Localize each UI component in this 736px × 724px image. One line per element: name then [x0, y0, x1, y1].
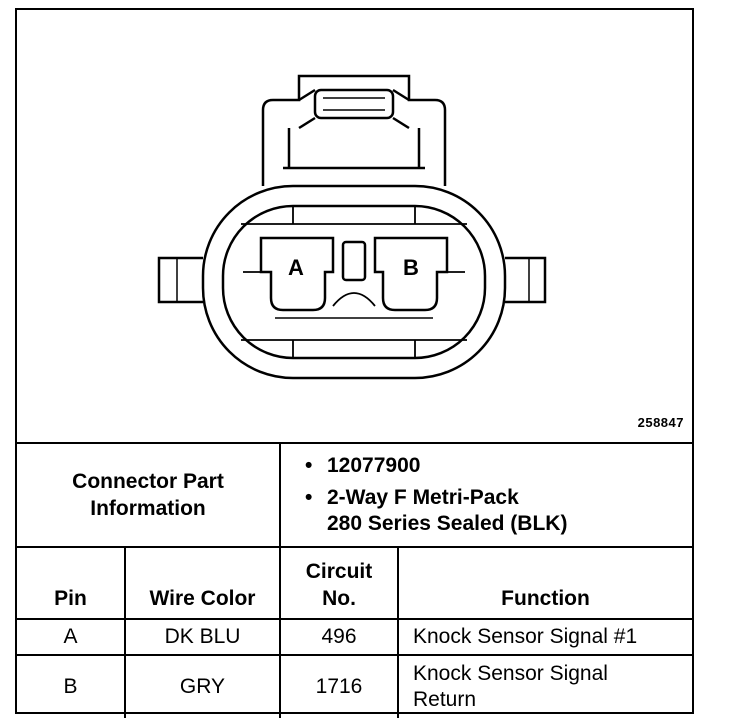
function-cell: Knock Sensor Signal #1: [396, 618, 693, 656]
pin-label-a: A: [288, 255, 304, 280]
connector-table: Connector Part Information • 12077900 • …: [17, 442, 693, 718]
connector-description: 2-Way F Metri-Pack 280 Series Sealed (BL…: [327, 485, 567, 537]
connector-info-item: • 2-Way F Metri-Pack 280 Series Sealed (…: [305, 485, 692, 537]
table-row: A DK BLU 496 Knock Sensor Signal #1: [17, 618, 693, 656]
part-number: 12077900: [327, 454, 421, 477]
circuit-cell: 1716: [279, 654, 399, 718]
bullet: •: [305, 486, 313, 509]
table-row: B GRY 1716 Knock Sensor Signal Return: [17, 654, 693, 718]
function-line: Return: [413, 688, 477, 711]
wire-color-cell: DK BLU: [124, 618, 281, 656]
header-pin: Pin: [17, 546, 126, 620]
left-ear: [157, 256, 203, 304]
figure-id: 258847: [637, 415, 684, 430]
function-cell: Knock Sensor Signal Return: [396, 654, 693, 718]
pin-cavity-b: [373, 236, 449, 312]
connector-description-line: 280 Series Sealed (BLK): [327, 512, 568, 535]
pin-cell: B: [17, 654, 126, 718]
connector-info-row: Connector Part Information • 12077900 • …: [17, 442, 693, 548]
connector-info-details: • 12077900 • 2-Way F Metri-Pack 280 Seri…: [278, 442, 693, 548]
circuit-cell: 496: [279, 618, 399, 656]
connector-shell: [201, 184, 507, 380]
header-wire-color: Wire Color: [124, 546, 281, 620]
function-line: Knock Sensor Signal #1: [413, 625, 638, 648]
function-line: Knock Sensor Signal: [413, 662, 608, 685]
connector-description-line: 2-Way F Metri-Pack: [327, 486, 519, 509]
connector-info-item: • 12077900: [305, 453, 692, 479]
connector-info-label-line: Connector Part: [72, 470, 224, 493]
connector-info-label-line: Information: [90, 497, 206, 520]
lock-tab-latch: [313, 88, 395, 120]
pin-label-b: B: [403, 255, 419, 280]
center-key: [341, 240, 367, 282]
connector-diagram: A B 258847: [17, 10, 692, 442]
connector-info-label: Connector Part Information: [17, 442, 281, 548]
header-circuit-line: Circuit: [305, 560, 373, 583]
right-ear: [505, 256, 547, 304]
connector-drawing: A B: [157, 74, 547, 380]
table-header-row: Pin Wire Color Circuit No. Function: [17, 546, 693, 620]
bullet: •: [305, 454, 313, 477]
lock-tab-outline: [261, 74, 447, 186]
pin-cavity-a: [259, 236, 335, 312]
connector-inner-shell: [221, 204, 487, 360]
pin-cell: A: [17, 618, 126, 656]
wire-color-cell: GRY: [124, 654, 281, 718]
header-function: Function: [396, 546, 693, 620]
connector-figure: A B 258847 Connector Part Information • …: [15, 8, 694, 718]
header-circuit: Circuit No.: [279, 546, 399, 620]
header-circuit-line: No.: [322, 587, 356, 610]
